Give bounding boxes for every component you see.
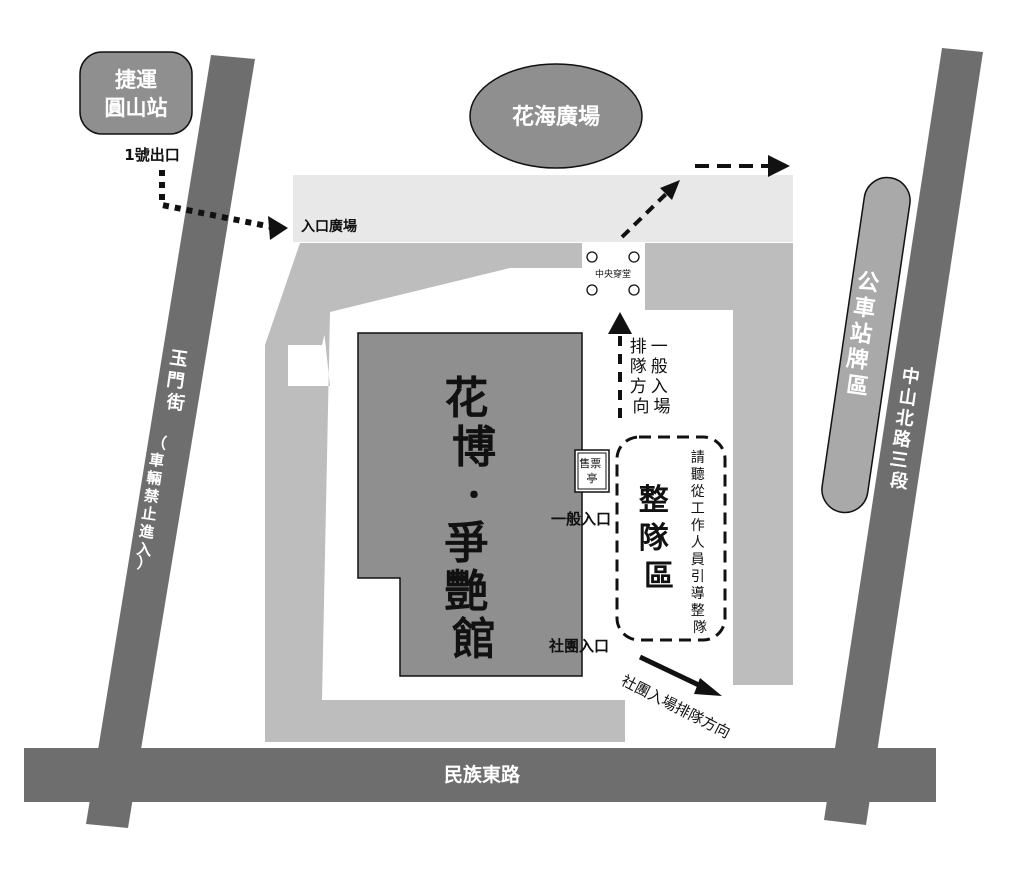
- mrt-walk-arrow: [159, 170, 273, 230]
- entrance-plaza-label: 入口廣場: [301, 218, 357, 235]
- central-passage-label: 中央穿堂: [595, 268, 631, 280]
- group-queue-direction-label: 社團入場排隊方向: [618, 672, 733, 743]
- zhongshan-road: [824, 48, 983, 825]
- entrance-plaza-area: [293, 175, 793, 242]
- bus-stop-area: [821, 176, 911, 514]
- minzu-road-label: 民族東路: [444, 763, 521, 786]
- yumen-char-1: 玉: [168, 347, 189, 370]
- arrows: [159, 155, 790, 696]
- flower-sea-plaza: [469, 63, 643, 169]
- staff-instruction-label: 請 聽 從 工 作 人 員 引 導 整 隊: [691, 450, 709, 636]
- south-walkway: [265, 700, 625, 742]
- general-queue-col1: 一 般 入 場: [651, 337, 673, 417]
- bus-stop-label: 公 車 站 牌 區: [841, 269, 888, 401]
- minzu-road: [24, 748, 936, 802]
- walkway-areas: [265, 175, 793, 742]
- pavilion-name-dot: ・: [459, 479, 489, 514]
- yumen-char-3: 街: [164, 390, 186, 414]
- central-passage-pillars: [586, 251, 640, 296]
- exit-diagonal-arrow: [620, 191, 669, 239]
- east-walkway: [645, 243, 793, 685]
- yumen-street-road: [86, 55, 255, 828]
- mrt-station-label-2: 圓山站: [105, 96, 168, 120]
- yumen-street-label: 玉 門 街: [162, 347, 195, 415]
- west-walkway: [265, 386, 322, 742]
- pavilion-building: [357, 332, 583, 677]
- group-entrance-label: 社團入口: [548, 637, 609, 655]
- pavilion-name-line1: 花 博: [444, 373, 503, 473]
- ticket-booth-label: 售票 亭: [579, 456, 605, 485]
- queue-area-label: 整 隊 區: [639, 483, 679, 594]
- zhongshan-road-label: 中 山 北 路 三 段: [886, 364, 928, 493]
- general-entrance-label: 一般入口: [551, 510, 611, 528]
- roads: [24, 48, 983, 828]
- yumen-char-2: 門: [165, 369, 186, 392]
- exit-label: 1號出口: [124, 146, 179, 164]
- pavilion-name-line2: 爭 艷 館: [444, 518, 503, 665]
- queue-area-box: [615, 435, 727, 642]
- mrt-station-box: [79, 51, 193, 135]
- ticket-booth-box: [574, 449, 610, 493]
- yumen-note-label: （ 車 輛 禁 止 進 入 ）: [133, 433, 173, 574]
- mrt-station-label-1: 捷運: [115, 68, 157, 92]
- group-queue-arrow: [638, 654, 707, 691]
- left-walkway: [265, 243, 582, 345]
- flower-sea-plaza-label: 花海廣場: [512, 104, 600, 130]
- general-queue-col2: 排 隊 方 向: [630, 337, 652, 417]
